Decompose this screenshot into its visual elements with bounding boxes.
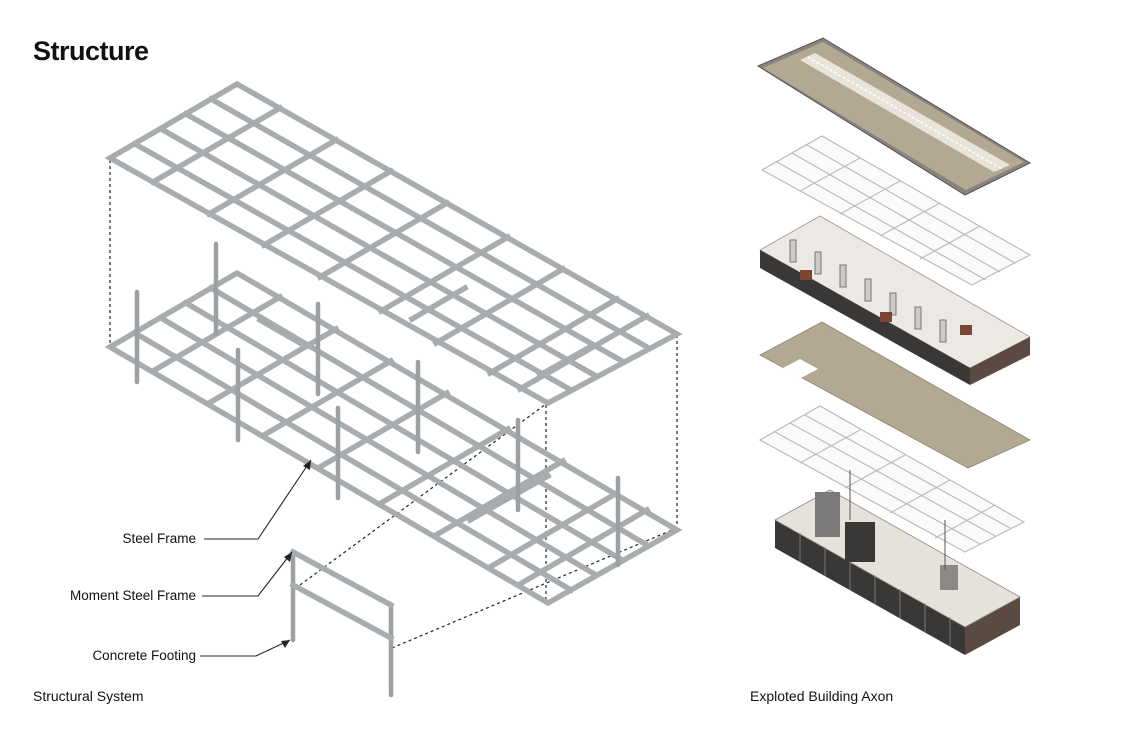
steel-columns [134,241,621,568]
callout-steel-frame: Steel Frame [122,531,196,546]
axon-layer-floor-slab [759,321,1031,469]
caption-structural-system: Structural System [33,688,144,704]
axon-layer-roof-framing [760,135,1032,286]
roof-frame [104,80,683,407]
axon-layer-ground [774,470,1021,655]
moment-frame [289,548,395,698]
floor-frame [104,269,683,607]
structural-system-drawing: Steel Frame Moment Steel Frame Concrete … [70,80,683,698]
page-title: Structure [33,36,149,66]
caption-exploded-axon: Exploted Building Axon [750,688,894,704]
axon-layer-roof [756,37,1032,196]
callout-moment-frame: Moment Steel Frame [70,588,196,603]
axon-layer-interior [759,215,1031,385]
axon-layer-floor-framing [758,405,1026,553]
callout-concrete-footing: Concrete Footing [92,648,196,663]
callout-leaders [200,459,312,657]
exploded-axon-drawing [756,37,1032,655]
